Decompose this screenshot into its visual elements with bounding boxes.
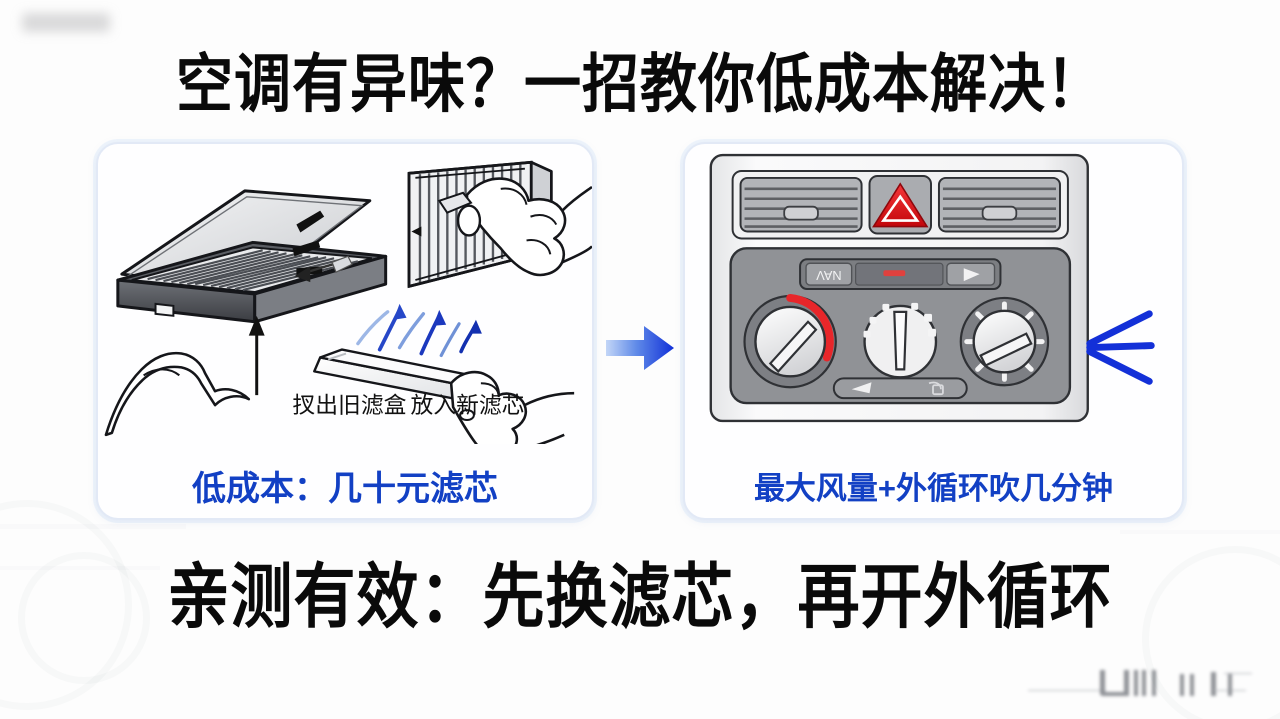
- fan-speed-knob-pointer: [979, 332, 1033, 367]
- play-triangle-icon: [963, 268, 980, 282]
- air-filter-replacement-illustration: 扠出旧滤盒 放入新滤芯: [98, 144, 592, 444]
- left-vent-thumbwheel: [783, 205, 819, 221]
- air-distribution-knob: [832, 302, 968, 400]
- temperature-knob: [743, 294, 837, 389]
- ac-panel-card[interactable]: NAV: [683, 142, 1184, 520]
- hvac-control-block: NAV: [729, 247, 1072, 405]
- blurred-logo-watermark: [22, 13, 110, 32]
- temperature-red-arc: [786, 294, 834, 362]
- blue-airflow-rays: [1086, 310, 1155, 385]
- filter-box-body: [116, 240, 388, 324]
- recirculation-defog-strip: [832, 377, 968, 400]
- right-arrow-icon: [606, 326, 674, 370]
- distribution-knob-pointer: [893, 310, 908, 371]
- vent-cluster: [731, 169, 1069, 240]
- hazard-warning-button: [868, 174, 933, 235]
- distribution-mode-glyphs: [863, 302, 936, 338]
- right-air-vent: [937, 176, 1061, 233]
- rear-window-defog-icon: [928, 381, 944, 396]
- insert-new-filter-label: 放入新滤芯: [410, 392, 524, 418]
- blue-airflow-arrows: [356, 303, 482, 358]
- filter-pleats: [147, 249, 359, 292]
- old-box-pointer-arrow: [248, 315, 265, 396]
- page-subtitle: 亲测有效：先换滤芯，再开外循环: [167, 558, 1113, 637]
- car-ac-control-panel-illustration: NAV: [685, 144, 1182, 444]
- pull-out-old-filter-box-label: 扠出旧滤盒: [292, 392, 406, 418]
- left-hand-graphic: [104, 351, 251, 437]
- blurred-text-watermark: [1028, 670, 1260, 702]
- air-recirculation-arrow-icon: [851, 382, 872, 394]
- page-title: 空调有异味？一招教你低成本解决！: [176, 49, 1104, 121]
- display-indicator: [883, 270, 906, 277]
- fan-speed-knob: [959, 296, 1050, 387]
- steps-row: 扠出旧滤盒 放入新滤芯 低成本：几十元滤芯: [0, 142, 1280, 522]
- right-vent-thumbwheel: [981, 205, 1018, 221]
- max-airflow-caption: 最大风量+外循环吹几分钟: [753, 471, 1114, 506]
- radio-display-strip: NAV: [799, 258, 1002, 291]
- nav-button: [805, 262, 853, 286]
- low-cost-caption: 低成本：几十元滤芯: [192, 470, 498, 508]
- nav-button-label: NAV: [816, 268, 842, 283]
- upper-hand-graphic: [437, 177, 592, 277]
- lower-hand-graphic: [449, 370, 575, 444]
- temperature-knob-pointer: [768, 320, 818, 373]
- filter-replacement-card[interactable]: 扠出旧滤盒 放入新滤芯 低成本：几十元滤芯: [96, 142, 594, 520]
- left-air-vent: [739, 176, 863, 233]
- step-transition-arrow: [600, 318, 680, 378]
- insert-direction-arrow: [294, 255, 353, 283]
